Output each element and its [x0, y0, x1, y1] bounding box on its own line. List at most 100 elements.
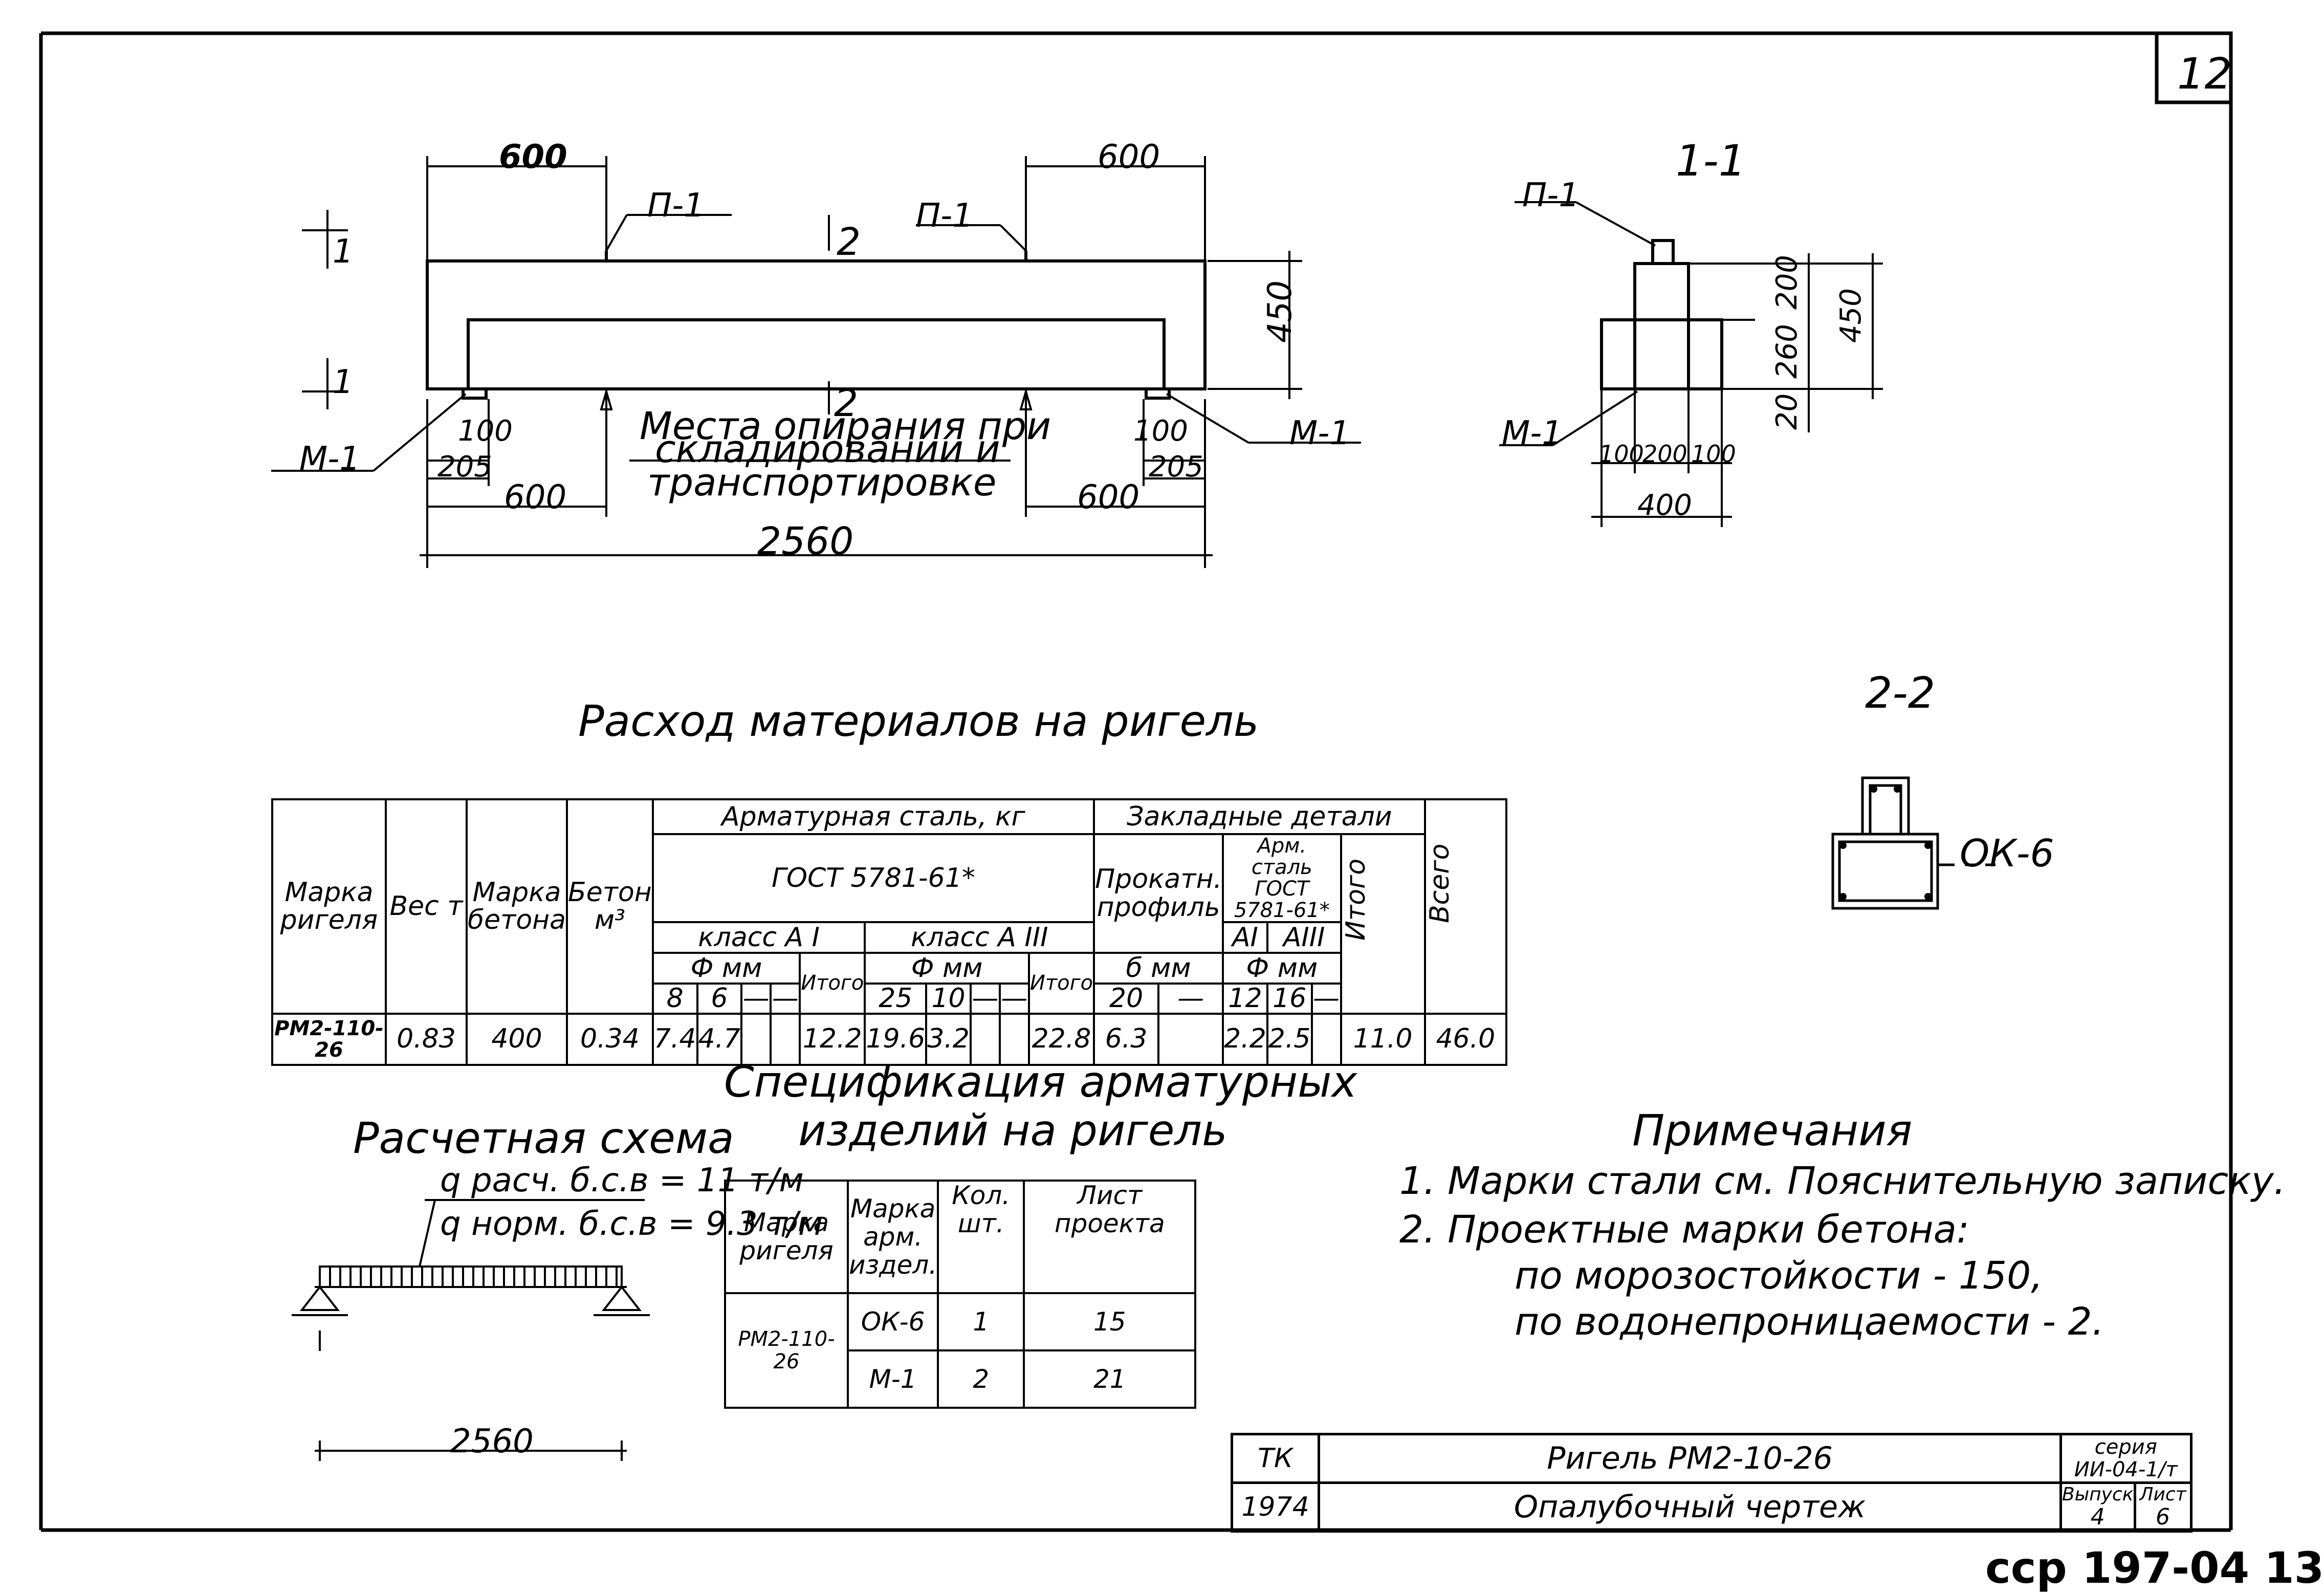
tb-org: ТК	[1231, 1433, 1320, 1484]
st-r2-sheet: 21	[1023, 1349, 1197, 1409]
dim-top-right: 600	[1098, 138, 1160, 176]
mt-h-class-a3: класс А III	[864, 921, 1095, 954]
mt-d-dash6: —	[1310, 983, 1342, 1015]
mt-d-20: 20	[1093, 983, 1160, 1015]
mt-h-total2: Итого	[1027, 952, 1095, 1015]
mt-d-dash3: —	[969, 983, 1001, 1015]
dim-100-left: 100	[458, 414, 513, 448]
tb-year: 1974	[1231, 1481, 1320, 1533]
mt-d-10: 10	[925, 983, 972, 1015]
label-m1-left: М-1	[299, 440, 361, 478]
support-note-line2: складировании и	[655, 427, 1000, 471]
mt-row-v25: 19.6	[864, 1012, 928, 1066]
section-1-1-outline	[1600, 239, 1723, 390]
note-1: 1. Марки стали см. Пояснительную записку…	[1399, 1159, 2286, 1203]
mt-row-v16: 2.5	[1266, 1012, 1313, 1066]
st-h-qty: Кол. шт.	[937, 1180, 1025, 1294]
mt-h-all-text: Всего	[1424, 843, 1455, 923]
tb-sheet: 6	[2156, 1503, 2170, 1530]
dim-top-left: 600	[499, 138, 567, 176]
scheme-title: Расчетная схема	[353, 1113, 734, 1163]
section-mark-2-top: 2	[837, 220, 861, 264]
tb-issue-label: Выпуск	[2062, 1484, 2134, 1505]
support-note-line3: транспортировке	[647, 461, 997, 505]
tb-series-label: серия	[2094, 1435, 2157, 1459]
mt-h-class-a1: класс А I	[651, 921, 866, 954]
dim-600-bottom-left: 600	[504, 478, 567, 516]
mt-h-embedded: Закладные детали	[1093, 798, 1426, 835]
mt-d-dash1: —	[740, 983, 772, 1015]
scheme-load-norm: q норм. б.с.в = 9.3 т/м	[440, 1205, 823, 1243]
mt-row-v6: 4.7	[696, 1012, 743, 1066]
mt-d-6: 6	[696, 983, 743, 1015]
mt-row-empty6	[1310, 1012, 1342, 1066]
mt-h-weight: Вес т	[385, 798, 468, 1015]
mt-h-concrete: Бетон м³	[566, 798, 654, 1015]
st-r1-sheet: 15	[1023, 1292, 1197, 1351]
mt-d-12: 12	[1222, 983, 1268, 1015]
table-row: РМ2-110-26 ОК-6 1 15	[724, 1292, 1197, 1409]
tb-issue: 4	[2090, 1503, 2105, 1530]
tb-series-cell: серия ИИ-04-1/т	[2059, 1433, 2193, 1484]
tb-series: ИИ-04-1/т	[2074, 1458, 2178, 1481]
section-1-1-label-m1: М-1	[1502, 414, 1563, 452]
mt-row-empty4	[998, 1012, 1030, 1066]
mt-d-25: 25	[864, 983, 928, 1015]
section-arrow-1-top: 1	[333, 233, 354, 271]
archive-stamp: сср 197-04 13	[1985, 1543, 2324, 1593]
section-1-1-dim-200: 200	[1770, 255, 1804, 310]
label-m1-right: М-1	[1289, 414, 1351, 452]
mt-h-rolled: Прокатн. профиль	[1093, 833, 1224, 954]
tb-sheet-cell: Лист 6	[2133, 1481, 2193, 1533]
mt-d-16: 16	[1266, 983, 1313, 1015]
tb-issue-cell: Выпуск 4	[2059, 1481, 2136, 1533]
beam-elevation	[426, 251, 1207, 400]
st-r2-item: М-1	[846, 1349, 939, 1409]
mt-h-mark: Марка ригеля	[271, 798, 387, 1015]
calc-scheme	[292, 1199, 650, 1461]
spec-title-line1: Спецификация арматурных	[724, 1057, 1357, 1107]
mt-row-mark: РМ2-110-26	[271, 1012, 387, 1066]
spec-table: Марка ригеля Марка арм. издел. Кол. шт. …	[724, 1180, 1197, 1409]
section-2-2-title: 2-2	[1865, 668, 1936, 718]
materials-title: Расход материалов на ригель	[578, 696, 1259, 746]
st-h-sheet: Лист проекта	[1023, 1180, 1197, 1294]
st-h-item: Марка арм. издел.	[846, 1180, 939, 1294]
tb-sheet-label: Лист	[2139, 1484, 2186, 1505]
mt-row-v20: 6.3	[1093, 1012, 1160, 1066]
mt-h-gost: ГОСТ 5781-61*	[651, 833, 1095, 923]
scheme-load-calc: q расч. б.с.в = 11 т/м	[440, 1162, 804, 1199]
section-2-2-label-ok6: ОК-6	[1960, 832, 2054, 876]
notes-title: Примечания	[1632, 1105, 1913, 1155]
dim-205-left: 205	[437, 450, 492, 484]
spec-title-line2: изделий на ригель	[798, 1105, 1227, 1155]
mt-h-total3-text: Итого	[1340, 858, 1371, 941]
mt-h-phi1: Ф мм	[651, 952, 801, 985]
section-arrow-1-bottom: 1	[333, 363, 354, 401]
mt-d-8: 8	[651, 983, 698, 1015]
section-1-1-dim-100-right: 100	[1691, 440, 1736, 468]
mt-d-dash5: —	[1157, 983, 1224, 1015]
note-4: по водонепроницаемости - 2.	[1515, 1300, 2104, 1344]
section-2-2	[1831, 776, 1996, 910]
scheme-span: 2560	[450, 1423, 534, 1460]
section-1-1-dims	[1499, 201, 1883, 527]
section-mark-2-bottom: 2	[834, 381, 859, 425]
mt-h-grade: Марка бетона	[465, 798, 568, 1015]
section-1-1-dim-450: 450	[1834, 288, 1868, 343]
mt-row-concrete: 0.34	[566, 1012, 654, 1066]
materials-table: Марка ригеля Вес т Марка бетона Бетон м³…	[271, 798, 1508, 1066]
mt-row-total-a1: 12.2	[799, 1012, 866, 1066]
st-h-mark: Марка ригеля	[724, 1180, 849, 1294]
table-row: РМ2-110-26 0.83 400 0.34 7.4 4.7 12.2 19…	[271, 1012, 1508, 1066]
elevation-dimensions	[271, 156, 1361, 568]
tb-subname: Опалубочный чертеж	[1318, 1481, 2062, 1533]
note-2: 2. Проектные марки бетона:	[1399, 1208, 1969, 1252]
mt-h-total1: Итого	[799, 952, 866, 1015]
section-1-1-dim-100-left: 100	[1599, 440, 1644, 468]
mt-d-dash2: —	[770, 983, 801, 1015]
mt-row-empty1	[740, 1012, 772, 1066]
mt-row-total-a3: 22.8	[1027, 1012, 1095, 1066]
st-r2-qty: 2	[937, 1349, 1025, 1409]
section-2-2-rebars	[1839, 785, 1932, 900]
